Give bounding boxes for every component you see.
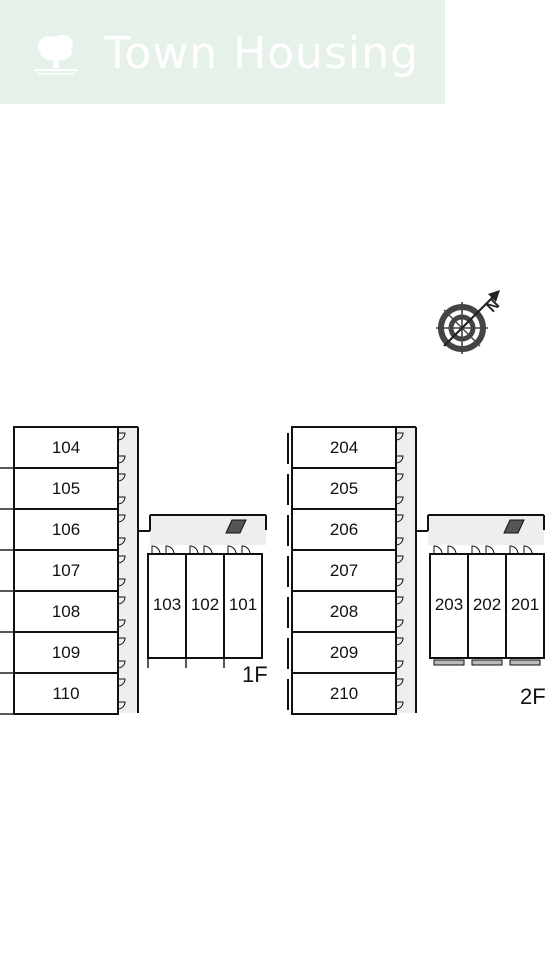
door-symbol [395,496,404,505]
unit-103 [147,553,187,659]
door-symbol [395,473,404,482]
unit-label: 210 [330,684,358,703]
unit-label: 101 [229,595,257,614]
unit-101 [223,553,263,659]
unit-210 [291,672,397,715]
door-symbol [395,578,404,587]
wing-corridor [150,515,266,545]
brand-banner: Town Housing [0,0,445,104]
unit-label: 103 [153,595,181,614]
unit-label: 106 [52,520,80,539]
unit-label: 102 [191,595,219,614]
door-symbol [395,537,404,546]
door-symbol [523,545,533,555]
floor-1f: 104 105 106 107 108 109 110 103 102 101 1F [0,426,268,715]
door-symbol [485,545,495,555]
door-symbol [117,537,126,546]
door-symbol [117,578,126,587]
unit-label: 108 [52,602,80,621]
door-symbol [151,545,161,555]
unit-209 [291,631,397,674]
door-symbol [395,637,404,646]
door-symbol [117,514,126,523]
tree-logo-icon [34,35,78,75]
north-compass-icon: N [436,290,503,354]
column-corridor [396,427,416,713]
unit-102 [185,553,225,659]
unit-202 [467,553,507,659]
unit-label: 202 [473,595,501,614]
door-symbol [117,660,126,669]
balcony-rail [509,659,541,666]
unit-label: 208 [330,602,358,621]
column-corridor [118,427,138,713]
unit-205 [291,467,397,510]
balcony-rail [471,659,503,666]
unit-105 [13,467,119,510]
unit-110 [13,672,119,715]
unit-104 [13,426,119,469]
door-symbol [395,678,404,687]
door-symbol [395,619,404,628]
door-symbol [117,619,126,628]
unit-label: 110 [52,684,79,703]
door-symbol [117,455,126,464]
door-symbol [395,701,404,710]
unit-208 [291,590,397,633]
unit-107 [13,549,119,592]
brand-name: Town Housing [104,28,420,79]
door-symbol [117,473,126,482]
door-symbol [471,545,481,555]
unit-label: 201 [511,595,539,614]
door-symbol [117,678,126,687]
unit-label: 209 [330,643,358,662]
unit-label: 206 [330,520,358,539]
unit-label: 105 [52,479,80,498]
unit-201 [505,553,545,659]
door-symbol [395,596,404,605]
unit-label: 207 [330,561,358,580]
unit-204 [291,426,397,469]
door-symbol [227,545,237,555]
door-symbol [395,514,404,523]
unit-label: 205 [330,479,358,498]
wing-corridor [428,515,544,545]
unit-207 [291,549,397,592]
door-symbol [395,555,404,564]
door-symbol [395,660,404,669]
unit-109 [13,631,119,674]
door-symbol [117,701,126,710]
door-symbol [117,637,126,646]
door-symbol [433,545,443,555]
unit-label: 204 [330,438,358,457]
floor-label: 1F [242,662,268,687]
unit-label: 109 [52,643,80,662]
door-symbol [509,545,519,555]
door-symbol [117,596,126,605]
door-symbol [203,545,213,555]
door-symbol [117,496,126,505]
unit-label: 107 [52,561,80,580]
floor-2f: 204 205 206 207 208 209 210 203 202 201 2F [287,426,546,715]
door-symbol [241,545,251,555]
door-symbol [395,455,404,464]
balcony-rail [433,659,465,666]
unit-label: 104 [52,438,80,457]
door-symbol [165,545,175,555]
door-symbol [189,545,199,555]
door-symbol [117,432,126,441]
stairs-icon [503,519,525,534]
door-symbol [117,555,126,564]
floor-label: 2F [520,684,546,709]
stairs-icon [225,519,247,534]
unit-label: 203 [435,595,463,614]
compass-north-label: N [483,296,503,316]
door-symbol [447,545,457,555]
unit-106 [13,508,119,551]
unit-206 [291,508,397,551]
door-symbol [395,432,404,441]
unit-108 [13,590,119,633]
